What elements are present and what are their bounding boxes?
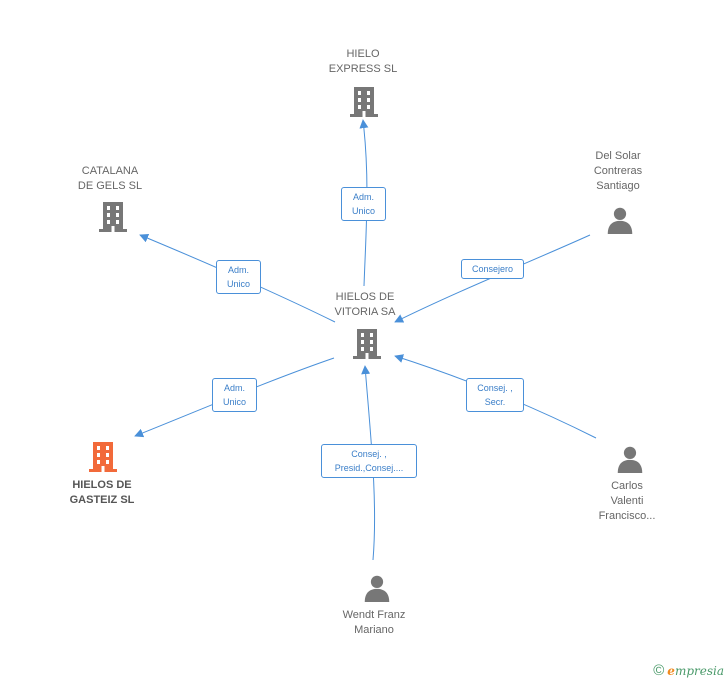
hielos-vitoria-building-icon[interactable] — [353, 329, 381, 359]
catalana-building-icon[interactable] — [99, 202, 127, 232]
edge-label-catalana[interactable]: Adm. Unico — [216, 260, 261, 294]
node-label-carlos[interactable]: Carlos Valenti Francisco... — [598, 480, 656, 522]
del-solar-person-icon[interactable] — [607, 207, 633, 234]
edge-label-del-solar[interactable]: Consejero — [461, 259, 524, 279]
hielo-express-building-icon[interactable] — [350, 87, 378, 117]
node-label-hielos-vitoria[interactable]: HIELOS DE VITORIA SA — [334, 291, 396, 318]
edge-label-carlos[interactable]: Consej. , Secr. — [466, 378, 524, 412]
edge-label-hielo-express[interactable]: Adm. Unico — [341, 187, 386, 221]
brand-logo: ©empresia — [653, 662, 724, 679]
edge-label-hielos-gasteiz[interactable]: Adm. Unico — [212, 378, 257, 412]
node-label-hielos-gasteiz[interactable]: HIELOS DE GASTEIZ SL — [69, 479, 135, 506]
carlos-person-icon[interactable] — [617, 446, 643, 473]
node-label-wendt[interactable]: Wendt Franz Mariano — [342, 609, 406, 636]
hielos-gasteiz-building-icon[interactable] — [89, 442, 117, 472]
node-label-catalana[interactable]: CATALANA DE GELS SL — [77, 165, 143, 192]
node-label-hielo-express[interactable]: HIELO EXPRESS SL — [328, 48, 398, 75]
copyright-icon: © — [653, 662, 665, 679]
wendt-person-icon[interactable] — [364, 575, 390, 602]
node-label-del-solar[interactable]: Del Solar Contreras Santiago — [593, 150, 643, 192]
edge-label-wendt[interactable]: Consej. , Presid.,Consej.... — [321, 444, 417, 478]
